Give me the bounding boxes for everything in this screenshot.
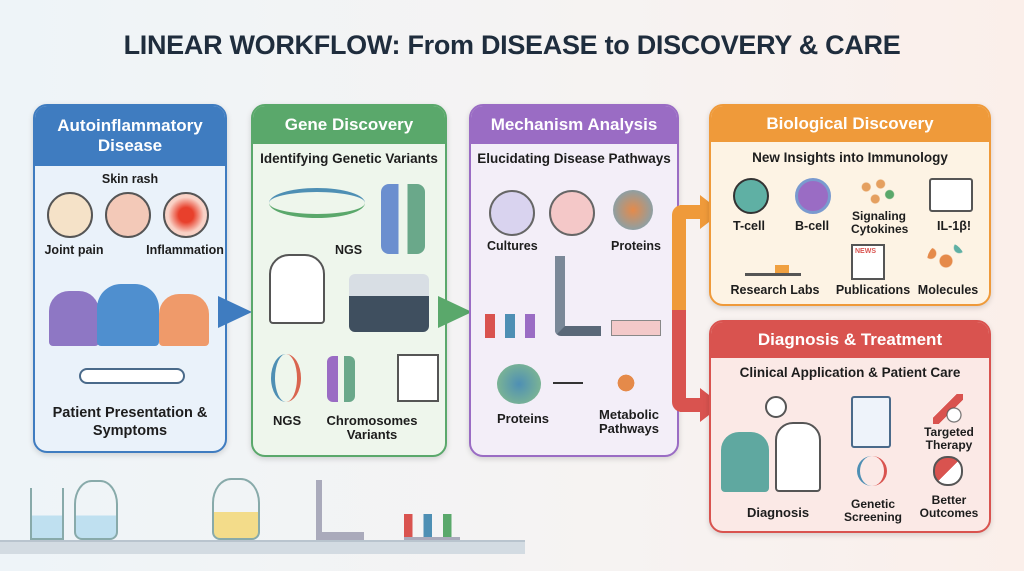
panel-header: Mechanism Analysis <box>471 106 677 144</box>
panel-autoinflammatory-disease: Autoinflammatory Disease Skin rash Joint… <box>33 104 227 453</box>
protein-icon <box>497 364 541 404</box>
title-part: LINEAR WORKFLOW: <box>123 30 401 60</box>
b-cell-icon <box>795 178 831 214</box>
arrow-shaft <box>680 205 704 219</box>
pathway-icon <box>601 372 651 394</box>
label-skin-rash: Skin rash <box>101 172 159 186</box>
label-b-cell: B-cell <box>795 219 830 233</box>
microscope-icon <box>555 256 601 336</box>
dna-icon <box>271 354 301 402</box>
scientist-figure <box>269 254 325 324</box>
label-signaling-cytokines: Signaling Cytokines <box>851 209 909 237</box>
arrow-to-diagnosis <box>672 310 686 412</box>
doctor-figure <box>775 422 821 492</box>
patient-figure <box>159 294 209 346</box>
chromosome-icon <box>327 356 355 402</box>
panel-diagnosis-treatment: Diagnosis & Treatment Clinical Applicati… <box>709 320 991 533</box>
panel-header: Autoinflammatory Disease <box>35 106 225 166</box>
panel-mechanism-analysis: Mechanism Analysis Elucidating Disease P… <box>469 104 679 457</box>
dna-screening-icon <box>857 456 887 486</box>
label-diagnosis: Diagnosis <box>746 505 810 520</box>
well-plate-icon <box>611 320 661 336</box>
flask-icon <box>212 478 260 540</box>
test-tubes-icon <box>485 314 535 338</box>
patient-figure <box>97 284 159 346</box>
label-proteins: Proteins <box>611 239 662 253</box>
label-proteins: Proteins <box>497 411 550 426</box>
title-part: to <box>604 30 630 60</box>
panel-header: Diagnosis & Treatment <box>711 322 989 358</box>
test-tubes-decoration <box>404 500 460 540</box>
title-part: From <box>407 30 474 60</box>
label-targeted-therapy: Targeted Therapy <box>924 425 974 453</box>
label-joint-pain: Joint pain <box>44 243 104 257</box>
label-genetic-screening: Genetic Screening <box>843 497 903 525</box>
panel-header: Biological Discovery <box>711 106 989 142</box>
panel-footer: Patient Presentation & Symptoms <box>52 405 208 440</box>
thermometer-icon <box>79 368 185 384</box>
pill-hand-icon <box>933 456 963 486</box>
label-ngs: NGS <box>273 413 302 428</box>
cytokines-icon <box>859 178 895 208</box>
panel-subtitle: New Insights into Immunology <box>752 150 948 165</box>
label-research-labs: Research Labs <box>730 283 820 297</box>
title-part: DISCOVERY & CARE <box>636 30 901 60</box>
protein-icon <box>613 190 653 230</box>
dna-icon <box>269 188 365 218</box>
clipboard-icon <box>851 396 891 448</box>
syringe-icon <box>933 394 963 424</box>
book-icon <box>929 178 973 212</box>
panel-gene-discovery: Gene Discovery Identifying Genetic Varia… <box>251 104 447 457</box>
label-metabolic-pathways: Metabolic Pathways <box>599 407 659 437</box>
arrow-right-icon <box>438 296 472 328</box>
panel-header: Gene Discovery <box>253 106 445 144</box>
panel-subtitle: Elucidating Disease Pathways <box>477 151 671 166</box>
sequencer-machine-icon <box>349 274 429 332</box>
joint-icon <box>47 192 93 238</box>
patient-figure <box>49 291 99 346</box>
label-inflammation: Inflammation <box>146 243 224 257</box>
rash-icon <box>105 192 151 238</box>
culture-dish-icon <box>489 190 535 236</box>
label-t-cell: T-cell <box>733 219 765 233</box>
label-publications: Publications <box>835 283 911 297</box>
panel-subtitle: Identifying Genetic Variants <box>260 151 438 166</box>
label-cultures: Cultures <box>487 239 538 253</box>
beaker-icon <box>30 488 64 540</box>
molecule-icon <box>927 242 965 280</box>
microscope-decoration <box>316 480 364 540</box>
newspaper-icon: NEWS <box>851 244 885 280</box>
flame-icon <box>163 192 209 238</box>
research-lab-icon <box>745 246 801 276</box>
label-ngs: NGS <box>335 243 363 257</box>
patient-figure <box>721 432 769 492</box>
arrow-shaft <box>680 398 704 412</box>
arrow-right-icon <box>218 296 252 328</box>
flask-icon <box>74 480 118 540</box>
culture-dish-icon <box>549 190 595 236</box>
lab-bench-decoration <box>0 540 525 554</box>
label-il-1b: IL-1β! <box>936 219 971 233</box>
label-chromosomes-variants: Chromosomes Variants <box>326 413 418 443</box>
t-cell-icon <box>733 178 769 214</box>
panel-biological-discovery: Biological Discovery New Insights into I… <box>709 104 991 306</box>
panel-subtitle: Clinical Application & Patient Care <box>739 365 961 380</box>
title-part: DISEASE <box>480 30 598 60</box>
page-title: LINEAR WORKFLOW: From DISEASE to DISCOVE… <box>0 30 1024 61</box>
chart-report-icon <box>397 354 439 402</box>
label-better-outcomes: Better Outcomes <box>919 493 979 521</box>
chromosome-icon <box>381 184 425 254</box>
checkmark-bubble-icon <box>765 396 787 418</box>
label-molecules: Molecules <box>917 283 979 297</box>
arrow-to-biological <box>672 205 686 315</box>
arrow-icon <box>553 382 583 384</box>
